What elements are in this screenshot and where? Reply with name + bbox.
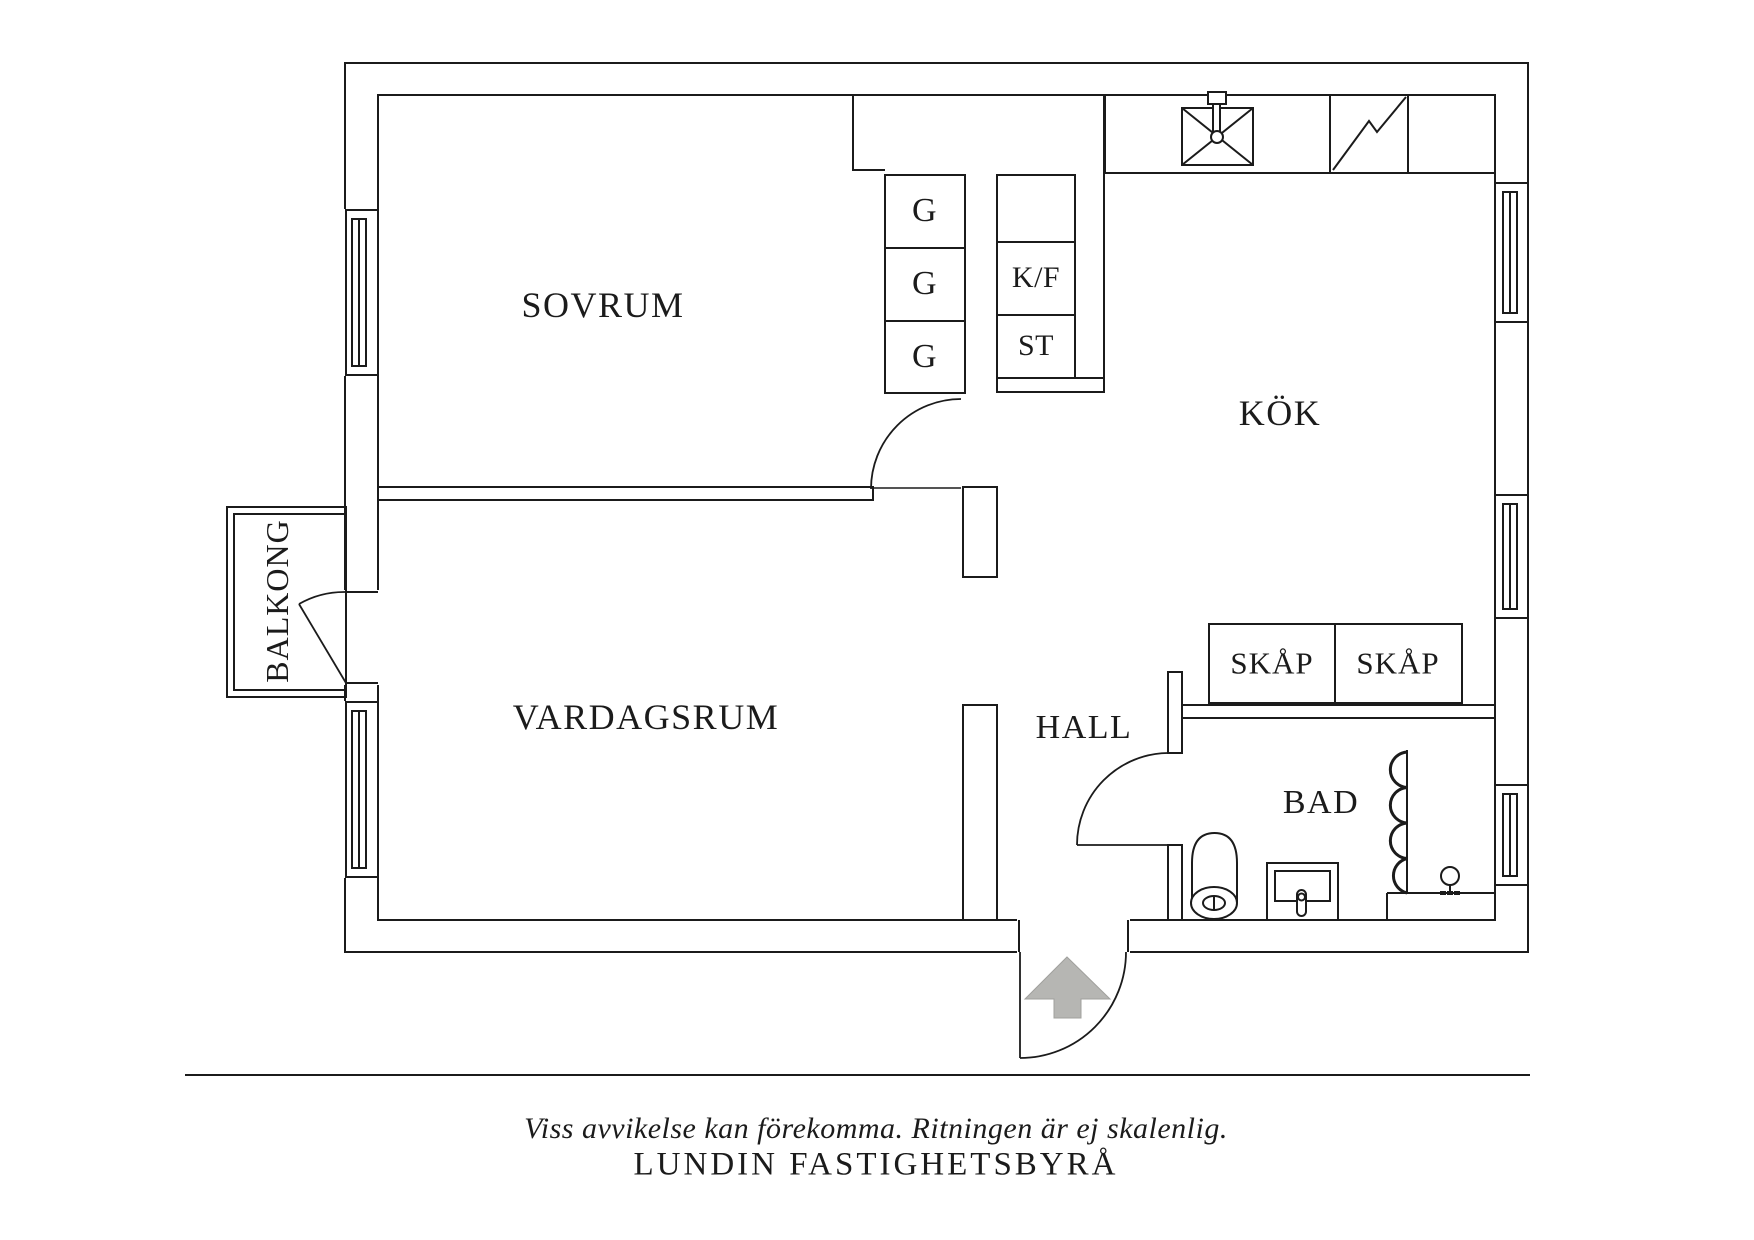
window-icon [343, 701, 381, 878]
kitchen-sink-icon [1181, 91, 1254, 166]
stove-icon [1332, 96, 1407, 171]
shower-mixer-icon [1440, 866, 1460, 895]
closet-label-skap2: SKÅP [1356, 645, 1440, 681]
bathroom-fixtures [1190, 750, 1460, 921]
balcony-door [298, 591, 347, 684]
closet-label-g3: G [911, 338, 939, 375]
window-icon [1492, 494, 1531, 619]
bath-door-arc [1076, 752, 1169, 846]
window-icon [1492, 182, 1531, 323]
entrance-door [1019, 951, 1127, 1059]
closet-label-g1: G [911, 192, 939, 229]
window-icon [343, 209, 381, 376]
balcony-outline [226, 506, 347, 698]
shower-curtain-icon [1388, 750, 1408, 895]
kitchen-counter [1104, 91, 1496, 174]
closet-label-skap1: SKÅP [1230, 645, 1314, 681]
footer-agency-name: LUNDIN FASTIGHETSBYRÅ [633, 1146, 1119, 1183]
door-swings [298, 398, 1169, 1059]
entrance-arrow-icon [1023, 956, 1112, 1019]
toilet-icon [1190, 831, 1238, 920]
closet-label-kf: K/F [1011, 261, 1061, 294]
window-icon [1492, 784, 1531, 886]
room-label-balkong: BALKONG [259, 519, 295, 683]
room-label-vardagsrum: VARDAGSRUM [512, 697, 780, 737]
room-label-kok: KÖK [1238, 393, 1322, 433]
bath-sink-icon [1266, 862, 1339, 921]
interior-walls [377, 95, 1496, 921]
room-label-bad: BAD [1282, 784, 1360, 821]
closet-boxes [884, 174, 1463, 704]
room-label-hall: HALL [1035, 709, 1133, 746]
opening-jambs [346, 591, 1129, 952]
windows [343, 182, 1531, 886]
wall-openings [342, 590, 1130, 956]
closet-label-g2: G [911, 265, 939, 302]
room-label-sovrum: SOVRUM [521, 285, 685, 325]
footer-disclaimer: Viss avvikelse kan förekomma. Ritningen … [524, 1112, 1228, 1145]
bedroom-door-arc [870, 398, 962, 490]
closet-label-st: ST [1017, 329, 1055, 362]
